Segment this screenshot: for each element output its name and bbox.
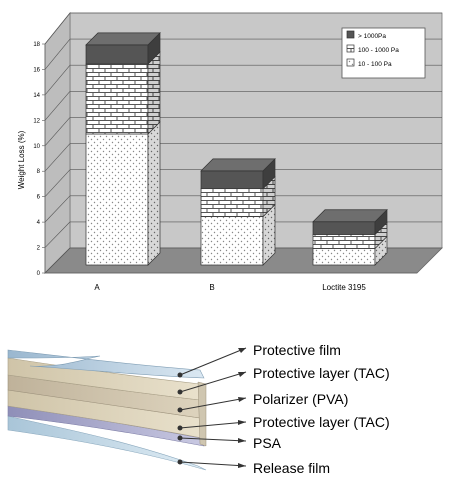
y-tick-label: 8 xyxy=(37,169,41,175)
bar-top xyxy=(85,32,161,46)
label-protective-layer-tac-lower: Protective layer (TAC) xyxy=(253,414,390,430)
arrow-protective-film xyxy=(177,347,247,378)
legend-box xyxy=(341,27,426,79)
x-tick-label: A xyxy=(94,283,100,292)
y-axis-ticks: 0 2 4 6 8 10 12 14 16 18 xyxy=(33,42,45,277)
bars xyxy=(85,32,388,266)
y-tick-label: 18 xyxy=(33,42,40,48)
bar-segment-0-2 xyxy=(85,32,161,65)
bar-front xyxy=(312,248,376,266)
bar-top xyxy=(200,158,276,172)
legend-swatch xyxy=(346,30,355,39)
polarizer-layer-diagram: Protective film Protective layer (TAC) P… xyxy=(0,320,464,492)
gridline-depth xyxy=(44,65,71,96)
arrow-release-film xyxy=(177,459,247,468)
bar-segment-2-0 xyxy=(312,235,388,266)
layer-stack-illustration xyxy=(7,347,247,471)
gridline-depth xyxy=(44,117,71,146)
release-film-layer xyxy=(7,415,207,471)
label-protective-layer-tac-upper: Protective layer (TAC) xyxy=(253,365,390,381)
bar-segment-1-2 xyxy=(200,158,276,190)
bar-segment-1-0 xyxy=(200,203,276,266)
bar-segment-2-2 xyxy=(312,208,388,236)
label-protective-film: Protective film xyxy=(253,342,341,358)
y-tick-label: 2 xyxy=(37,246,41,252)
bar-segment-2-1 xyxy=(312,221,388,250)
y-tick-label: 6 xyxy=(37,195,41,201)
bar-side xyxy=(147,121,161,266)
stack-front-edge xyxy=(197,381,207,447)
bar-side xyxy=(147,51,161,135)
gridline-depth xyxy=(44,143,71,172)
x-tick-label: Loctite 3195 xyxy=(322,283,366,292)
y-tick-label: 0 xyxy=(37,271,41,277)
arrow-polarizer-pva xyxy=(177,397,247,413)
stacked-bar-chart: 0 2 4 6 8 10 12 14 16 18 A B Loctite 3195 Weight Lo… xyxy=(17,11,443,292)
y-tick-label: 16 xyxy=(33,67,40,73)
x-axis-labels: A B Loctite 3195 xyxy=(94,283,366,292)
bar-front xyxy=(312,234,376,249)
legend-label: 10 - 100 Pa xyxy=(358,61,392,68)
protective-film-layer xyxy=(7,349,205,379)
chart-legend: > 1000Pa 100 - 1000 Pa 10 - 100 Pa xyxy=(341,27,426,79)
bar-front xyxy=(85,44,149,65)
bar-front xyxy=(312,221,376,235)
gridline-depth xyxy=(44,169,71,197)
y-tick-label: 14 xyxy=(33,93,40,99)
arrow-protective-layer-tac-upper xyxy=(177,371,247,395)
y-tick-label: 10 xyxy=(33,144,40,150)
bar-top xyxy=(312,209,388,223)
gridline-depth xyxy=(44,195,71,223)
bar-front xyxy=(200,170,264,190)
bar-front xyxy=(200,216,264,266)
arrow-protective-layer-tac-lower xyxy=(177,420,247,431)
y-tick-label: 4 xyxy=(37,220,41,226)
gridline-depth xyxy=(44,12,71,45)
gridline-depth xyxy=(44,247,71,274)
y-axis-title: Weight Loss (%) xyxy=(17,130,26,189)
gridline-depth xyxy=(44,38,71,70)
label-psa: PSA xyxy=(253,435,282,451)
x-tick-label: B xyxy=(209,283,214,292)
y-tick-label: 12 xyxy=(33,118,40,124)
arrow-psa xyxy=(177,435,247,443)
label-polarizer-pva: Polarizer (PVA) xyxy=(253,391,349,407)
bar-front xyxy=(85,63,149,135)
chart-left-wall xyxy=(44,11,71,274)
legend-swatch xyxy=(346,58,355,67)
legend-swatch xyxy=(346,44,355,53)
bar-segment-0-0 xyxy=(85,121,161,266)
bar-front xyxy=(85,133,149,266)
legend-label: > 1000Pa xyxy=(358,33,386,40)
bar-front xyxy=(200,188,264,218)
legend-label: 100 - 1000 Pa xyxy=(358,47,399,54)
bar-segment-0-1 xyxy=(85,51,161,135)
gridline-depth xyxy=(44,91,71,121)
label-release-film: Release film xyxy=(253,460,331,476)
gridline-depth xyxy=(44,221,71,248)
